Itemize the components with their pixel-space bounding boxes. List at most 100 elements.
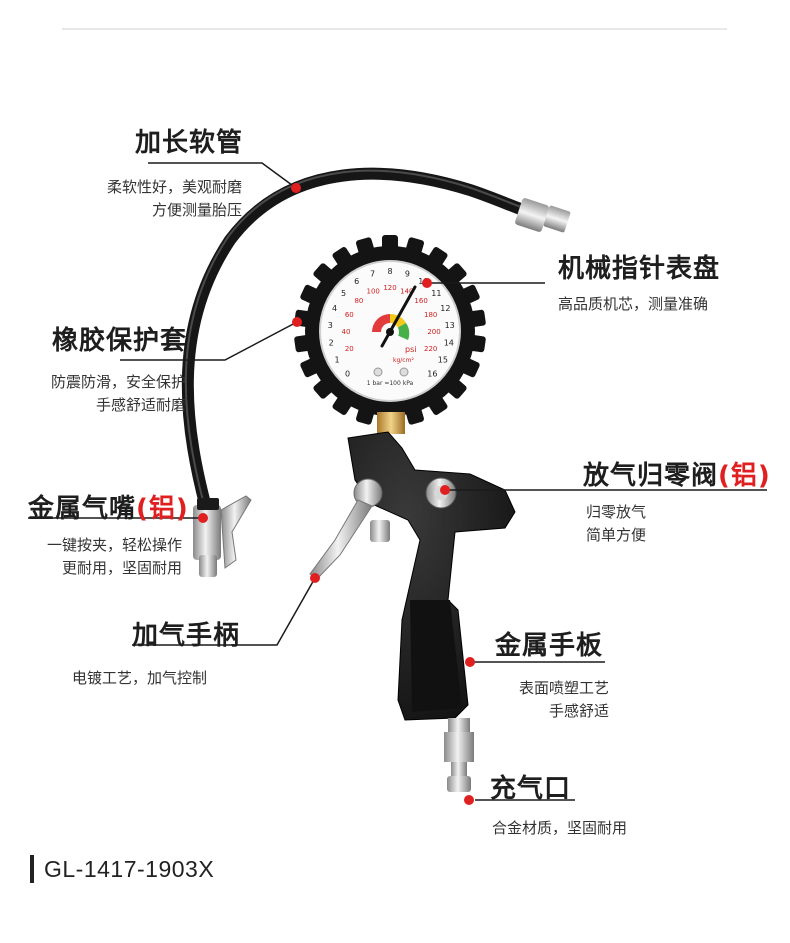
valve-title-note: (铝) [718, 461, 771, 491]
boot-tooth [300, 357, 322, 378]
dial-outer-tick-label: 8 [387, 267, 392, 276]
dial-outer-tick-label: 2 [329, 339, 334, 348]
boot-tooth [294, 334, 314, 353]
gauge-neck [377, 412, 405, 434]
dial-screw-left [373, 367, 383, 377]
lever-desc: 电镀工艺，加气控制 [72, 667, 207, 690]
dial-outer-tick-label: 14 [444, 339, 454, 348]
hose-title: 加长软管 [135, 128, 244, 158]
dial-outer-tick-label: 12 [440, 304, 450, 313]
dial-inner-tick-label: 60 [345, 311, 354, 319]
inlet-title: 充气口 [490, 774, 572, 804]
boot-tooth [426, 393, 448, 415]
boot-tooth [332, 247, 354, 269]
dial-outer-tick-label: 9 [405, 270, 410, 279]
hose-desc: 柔软性好，美观耐磨 方便测量胎压 [107, 176, 242, 222]
handle-desc: 表面喷塑工艺 手感舒适 [519, 677, 609, 723]
dial-outer-tick-label: 1 [335, 355, 340, 364]
dial-outer-tick-label: 4 [332, 304, 337, 313]
valve-desc-line: 归零放气 [586, 503, 647, 521]
rubber-dot [292, 317, 302, 327]
model-code: GL-1417-1903X [30, 855, 214, 883]
gauge-desc: 高品质机芯，测量准确 [558, 293, 708, 316]
dial-outer-tick-label: 7 [370, 270, 375, 279]
dial-screw-right [399, 367, 409, 377]
air-chuck [193, 495, 252, 577]
hose-desc-line: 柔软性好，美观耐磨 [106, 178, 242, 196]
chuck-dot [198, 513, 208, 523]
hose [181, 167, 541, 521]
dial-inner-tick-label: 120 [383, 284, 396, 292]
valve-desc-line: 简单方便 [586, 526, 647, 544]
inlet-dot [464, 795, 474, 805]
gun-body [347, 431, 516, 721]
air-inlet-coupler [444, 718, 474, 792]
handle-desc-line: 手感舒适 [548, 702, 609, 720]
rubber-desc-line: 防震防滑，安全保护 [50, 373, 186, 391]
chuck-desc: 一键按夹，轻松操作 更耐用，坚固耐用 [47, 534, 182, 580]
dial-inner-tick-label: 20 [345, 345, 354, 353]
dial-inner-tick-label: 160 [414, 297, 427, 305]
boot-tooth [405, 237, 424, 258]
valve-desc: 归零放气 简单方便 [586, 501, 646, 547]
rubber-title: 橡胶保护套 [52, 326, 188, 356]
dial-outer-tick-label: 16 [427, 369, 437, 378]
dial-inner-tick-label: 140 [400, 287, 413, 295]
dial-outer-tick-label: 15 [438, 355, 448, 364]
dial-kg-unit: kg/cm² [393, 357, 414, 364]
valve-title: 放气归零阀(铝) [583, 455, 771, 492]
gauge-dial: 012345678910111213141516 204060801001201… [319, 260, 461, 402]
rubber-callout-line [120, 321, 298, 361]
rubber-desc-line: 手感舒适耐磨 [95, 396, 186, 414]
chuck-title-text: 金属气嘴 [28, 494, 137, 524]
boot-tooth [466, 334, 486, 353]
boot-tooth [332, 393, 354, 415]
chuck-title-note: (铝) [136, 494, 189, 524]
dial-inner-tick-label: 180 [424, 311, 437, 319]
hose-end-fitting [515, 198, 571, 233]
inflate-lever [309, 478, 390, 579]
dial-inner-tick-label: 80 [354, 297, 363, 305]
boot-tooth [458, 284, 480, 305]
dial-psi-unit: psi [405, 345, 416, 354]
handle-title: 金属手板 [495, 631, 604, 661]
top-divider [62, 28, 727, 30]
dial-outer-tick-label: 13 [445, 321, 455, 330]
lever-dot [310, 573, 320, 583]
gauge-desc-line: 高品质机芯，测量准确 [558, 295, 709, 313]
boot-tooth [458, 357, 480, 378]
hose-desc-line: 方便测量胎压 [151, 201, 242, 219]
boot-tooth [356, 404, 375, 425]
boot-tooth [300, 284, 322, 305]
callout-dots [198, 183, 475, 805]
hose-callout-line [148, 162, 297, 189]
callout-lines [28, 162, 767, 801]
dial-outer-tick-label: 11 [431, 289, 441, 298]
lever-title: 加气手柄 [132, 621, 241, 651]
hose-dot [291, 183, 301, 193]
dial-outer-tick-label: 0 [345, 369, 350, 378]
boot-tooth [405, 404, 424, 425]
rubber-desc: 防震防滑，安全保护 手感舒适耐磨 [51, 371, 186, 417]
lever-desc-line: 电镀工艺，加气控制 [72, 669, 208, 687]
boot-tooth [313, 377, 336, 399]
handle-desc-line: 表面喷塑工艺 [518, 679, 609, 697]
boot-tooth [382, 235, 398, 253]
dial-outer-tick-label: 3 [328, 321, 333, 330]
dial-inner-tick-label: 40 [342, 328, 351, 336]
inlet-desc: 合金材质，坚固耐用 [492, 817, 627, 840]
dial-inner-tick-label: 200 [427, 328, 440, 336]
dial-bar-note: 1 bar =100 kPa [367, 380, 414, 387]
boot-tooth [313, 263, 336, 285]
lever-callout-line [132, 577, 316, 646]
valve-title-text: 放气归零阀 [583, 461, 719, 491]
boot-tooth [444, 377, 467, 399]
chuck-desc-line: 更耐用，坚固耐用 [61, 559, 182, 577]
handle-dot [465, 657, 475, 667]
boot-tooth [466, 309, 486, 328]
inlet-desc-line: 合金材质，坚固耐用 [492, 819, 628, 837]
dial-inner-tick-label: 220 [424, 345, 437, 353]
dial-inner-tick-label: 100 [367, 287, 380, 295]
boot-tooth [426, 247, 448, 269]
